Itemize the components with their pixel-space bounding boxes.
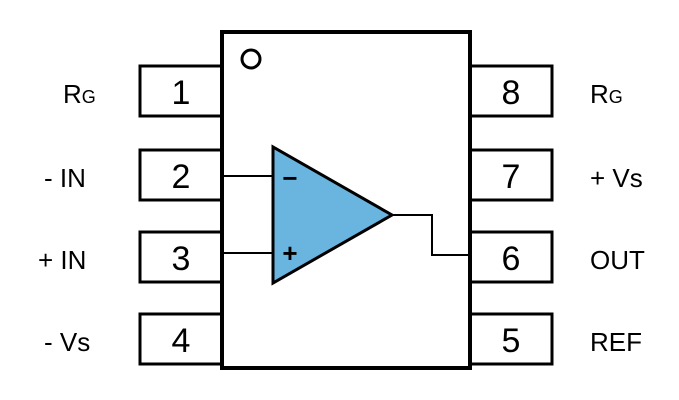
pin-number: 5 xyxy=(502,322,521,360)
pin-label: + Vs xyxy=(590,163,643,193)
pin-number: 2 xyxy=(172,158,191,196)
pin-number: 7 xyxy=(502,158,521,196)
opamp-triangle-icon xyxy=(271,144,396,286)
pin-label: - Vs xyxy=(44,327,90,357)
inverting-sign: − xyxy=(282,163,297,193)
pin1-marker-icon xyxy=(240,48,262,70)
pin-label: REF xyxy=(590,327,642,357)
pin-4: 4 - Vs xyxy=(44,312,224,366)
pin-1: 1 RG xyxy=(63,64,224,118)
pin-3: 3 + IN xyxy=(38,230,224,284)
wire-output xyxy=(392,214,468,256)
pin-number: 6 xyxy=(502,240,521,278)
pin-box xyxy=(468,312,554,366)
pin-7: 7 + Vs xyxy=(468,148,643,202)
pin-label: OUT xyxy=(590,245,645,275)
pin-box xyxy=(468,64,554,118)
pin-5: 5 REF xyxy=(468,312,642,366)
pin-box xyxy=(138,148,224,202)
noninverting-sign: + xyxy=(282,238,297,268)
pin-label: RG xyxy=(63,79,96,109)
pin-label: RG xyxy=(590,79,623,109)
pin-8: 8 RG xyxy=(468,64,623,118)
pin-number: 1 xyxy=(172,74,191,112)
pin-number: 8 xyxy=(502,74,521,112)
pin-2: 2 - IN xyxy=(44,148,224,202)
pin-number: 4 xyxy=(172,322,191,360)
pin-label: - IN xyxy=(44,163,86,193)
pin-6: 6 OUT xyxy=(468,230,645,284)
pin-box xyxy=(468,148,554,202)
pin-box xyxy=(138,230,224,284)
pin-box xyxy=(138,312,224,366)
pin-number: 3 xyxy=(172,240,191,278)
pin-box xyxy=(468,230,554,284)
pin-label: + IN xyxy=(38,245,86,275)
pin-box xyxy=(138,64,224,118)
